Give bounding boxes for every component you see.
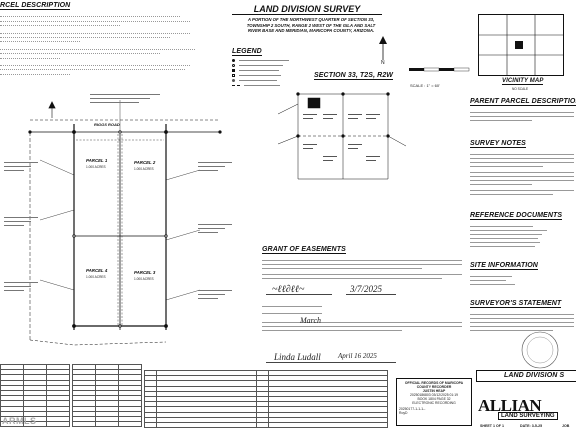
parcel-3-label: PARCEL 3: [134, 270, 156, 275]
plat-annotation-top: [90, 92, 160, 108]
survey-title: LAND DIVISION SURVEY: [232, 4, 382, 15]
recording-number: 20250186803 03/12/2025 01:19: [409, 393, 459, 397]
recording-stamp: OFFICIAL RECORDS OF MARICOPA COUNTY RECO…: [396, 378, 472, 426]
grant-of-easements-text: [262, 258, 462, 280]
parent-parcel-text: [470, 110, 574, 126]
recording-book: BOOK 1804 PAGE 32: [417, 397, 451, 401]
watermark: ARMLS: [2, 416, 37, 426]
recording-header: OFFICIAL RECORDS OF MARICOPA COUNTY RECO…: [404, 381, 464, 389]
svg-text:N: N: [381, 60, 385, 64]
plat-annotation-right-3: [198, 288, 232, 302]
parcel-2-label: PARCEL 2: [134, 160, 156, 165]
reference-documents-text: [470, 224, 560, 254]
parcel-description-text: [0, 14, 200, 94]
surveyor-seal: [521, 331, 559, 369]
plat-annotation-left-2: [4, 215, 38, 229]
line-table-middle: [72, 363, 142, 428]
legend-symbol-found: [232, 59, 235, 62]
notary-signature: Linda Ludall: [274, 352, 321, 362]
footer-title-box: [476, 370, 576, 382]
vicinity-map-heading: VICINITY MAP: [502, 78, 544, 85]
parcel-4-area: 1.000 ACRES: [86, 275, 106, 279]
plat-annotation-right-2: [198, 222, 232, 236]
vicinity-map-drawing: [479, 15, 563, 75]
section-map-heading: SECTION 33, T2S, R2W: [314, 72, 394, 80]
notary-month: March: [300, 316, 322, 325]
parcel-3-area: 1.000 ACRES: [134, 277, 154, 281]
parent-parcel-heading: PARENT PARCEL DESCRIPTION: [470, 98, 576, 106]
surveyors-statement-text: [470, 312, 574, 352]
logo-subtitle: LAND SURVEYING: [498, 412, 558, 420]
surveyors-statement-heading: SURVEYOR'S STATEMENT: [470, 300, 562, 308]
recording-type: ELECTRONIC RECORDING: [412, 401, 456, 405]
plat-annotation-left-1: [4, 160, 38, 174]
grant-date: 3/7/2025: [350, 284, 383, 294]
footer-date: DATE: 3-5-25: [520, 424, 543, 428]
survey-subtitle: A PORTION OF THE NORTHWEST QUARTER OF SE…: [246, 17, 376, 33]
recording-stamp-line: 20250177-1-1-1--: [399, 407, 426, 411]
scale-label: SCALE : 1" = 60': [410, 83, 440, 88]
legend-symbol-brass: [232, 74, 235, 77]
vicinity-scale: NO SCALE: [512, 87, 529, 91]
site-information-heading: SITE INFORMATION: [470, 262, 538, 270]
notary-date: April 16 2025: [338, 352, 377, 360]
legend-heading: LEGEND: [232, 48, 262, 56]
legend-symbol-set: [232, 64, 235, 67]
footer-sheet: SHEET 1 OF 1: [480, 424, 504, 428]
legend-list: [232, 58, 312, 102]
owner-signature: ~ℓℓ∂ℓℓ~: [272, 284, 305, 295]
plat-annotation-left-3: [4, 280, 38, 294]
section-map: [278, 92, 407, 180]
monument-table: [144, 369, 388, 429]
notary-signature-line: [266, 362, 396, 363]
vicinity-map: [478, 14, 564, 76]
footer-job: JOB: [562, 424, 570, 428]
legend-symbol-cap: [232, 79, 235, 82]
recording-name: JUSTIN HEAP: [422, 389, 446, 393]
parcel-4-label: PARCEL 4: [86, 268, 108, 273]
owner-signature-line: [266, 294, 332, 295]
footer-title: LAND DIVISION S: [504, 372, 565, 379]
survey-notes-text: [470, 152, 574, 200]
parcel-2-area: 1.000 ACRES: [134, 167, 154, 171]
recording-stamp-tail: RoyD: [399, 411, 408, 415]
legend-symbol-line: [232, 85, 240, 86]
line-table-left: [0, 363, 70, 428]
parcel-1-area: 1.000 ACRES: [86, 165, 106, 169]
reference-documents-heading: REFERENCE DOCUMENTS: [470, 212, 563, 220]
notary-text: [262, 304, 462, 350]
plat-annotation-right-1: [198, 160, 232, 174]
company-logo: ALLIAN LAND SURVEYING: [478, 396, 576, 420]
grant-of-easements-heading: GRANT OF EASEMENTS: [262, 246, 346, 254]
site-information-text: [470, 274, 530, 288]
logo-text: ALLIAN: [478, 396, 542, 415]
legend-symbol-monument: [232, 69, 235, 72]
bottom-tables: [0, 363, 390, 432]
survey-notes-heading: SURVEY NOTES: [470, 140, 526, 148]
parcel-description-heading: RCEL DESCRIPTION: [0, 2, 71, 10]
north-arrow: N: [379, 36, 387, 64]
scale-bar: [409, 67, 470, 72]
parcel-1-label: PARCEL 1: [86, 158, 108, 163]
plat-drawing: [28, 100, 222, 346]
road-label: RIGGS ROAD: [94, 122, 120, 127]
grant-date-line: [346, 294, 396, 295]
